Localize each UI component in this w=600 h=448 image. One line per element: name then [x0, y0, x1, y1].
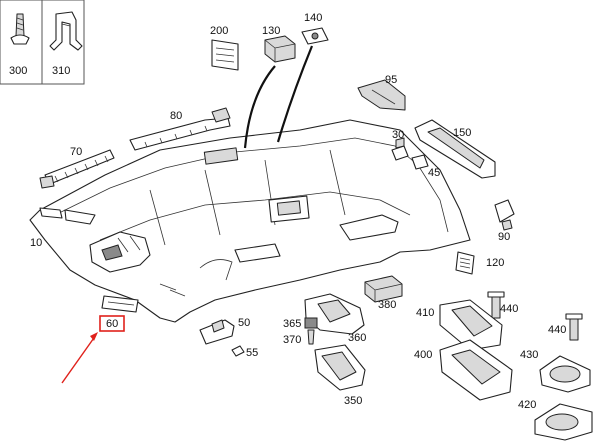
- label-50: 50: [238, 317, 250, 329]
- screw-440a: [487, 291, 505, 319]
- label-55: 55: [246, 347, 258, 359]
- label-30: 30: [392, 129, 404, 141]
- label-370: 370: [283, 334, 301, 346]
- label-350: 350: [344, 395, 362, 407]
- part-50: [199, 319, 235, 345]
- label-140: 140: [304, 12, 322, 24]
- part-30: [391, 137, 409, 161]
- label-365: 365: [283, 318, 301, 330]
- part-140: [301, 27, 329, 45]
- highlight-box-60: [99, 315, 125, 332]
- part-370: [307, 329, 315, 345]
- part-365: [304, 317, 318, 329]
- label-10: 10: [30, 237, 42, 249]
- part-120: [455, 251, 475, 275]
- leader-line-140: [276, 45, 314, 143]
- legend-label-310: 310: [52, 65, 70, 77]
- part-60: [101, 295, 139, 313]
- screw-440b: [565, 313, 583, 341]
- lamp-cover-350: [314, 344, 366, 391]
- cable-strip-80: [129, 107, 231, 151]
- label-95: 95: [385, 74, 397, 86]
- label-45: 45: [428, 167, 440, 179]
- label-130: 130: [262, 25, 280, 37]
- part-200: [211, 39, 239, 71]
- label-420: 420: [518, 399, 536, 411]
- label-440a: 440: [500, 303, 518, 315]
- label-410: 410: [416, 307, 434, 319]
- cable-strip-70: [39, 149, 115, 189]
- frame-430: [539, 355, 591, 393]
- label-60: 60: [106, 318, 118, 330]
- label-80: 80: [170, 110, 182, 122]
- label-380: 380: [378, 299, 396, 311]
- label-430: 430: [520, 349, 538, 361]
- label-70: 70: [70, 146, 82, 158]
- part-55: [231, 345, 245, 357]
- label-400: 400: [414, 349, 432, 361]
- screw-300-icon: [10, 13, 30, 45]
- label-90: 90: [498, 231, 510, 243]
- part-380: [364, 275, 403, 303]
- callout-labels: 10 30 45 50 55 60 70 80 90 95 120 130 14…: [30, 12, 566, 411]
- highlight-arrow: [61, 332, 98, 384]
- label-200: 200: [210, 25, 228, 37]
- leader-line-130: [243, 65, 276, 149]
- part-45: [411, 154, 429, 170]
- frame-400: [439, 339, 513, 401]
- grab-handle-150: [414, 119, 496, 179]
- headliner-panel: [29, 119, 471, 323]
- part-95: [357, 79, 406, 111]
- label-360: 360: [348, 332, 366, 344]
- part-130: [264, 35, 296, 63]
- label-120: 120: [486, 257, 504, 269]
- frame-420: [534, 403, 593, 441]
- part-90: [494, 199, 515, 231]
- legend-label-300: 300: [9, 65, 27, 77]
- legend-box: 300 310: [0, 0, 85, 85]
- label-150: 150: [453, 127, 471, 139]
- frame-410: [439, 299, 503, 351]
- clip-310-icon: [49, 11, 83, 51]
- label-440b: 440: [548, 324, 566, 336]
